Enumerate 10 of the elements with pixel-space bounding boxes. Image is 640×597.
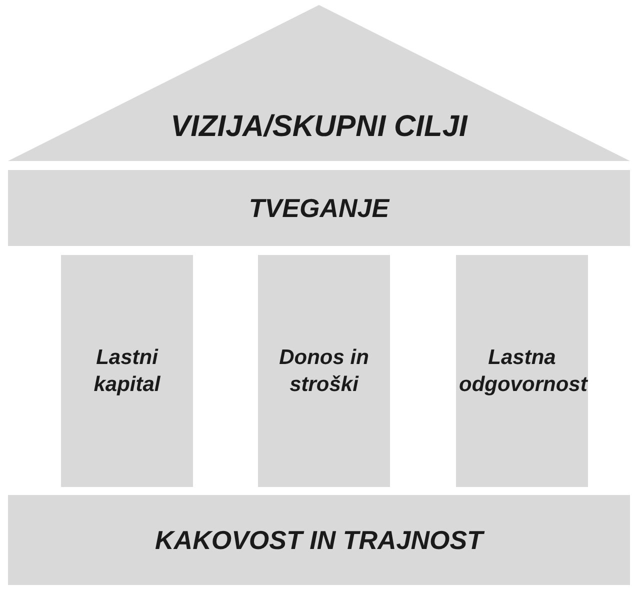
pillar [258, 255, 390, 487]
pillar [456, 255, 588, 487]
pillar-label: Lastni kapital [92, 344, 162, 398]
foundation-label: KAKOVOST IN TRAJNOST [155, 524, 483, 556]
beam-band [8, 170, 630, 246]
foundation-band [8, 495, 630, 585]
roof-label: VIZIJA/SKUPNI CILJI [170, 110, 468, 144]
pillar-label: Donos in stroški [278, 344, 370, 398]
beam-label: TVEGANJE [248, 192, 390, 224]
pillar [61, 255, 193, 487]
